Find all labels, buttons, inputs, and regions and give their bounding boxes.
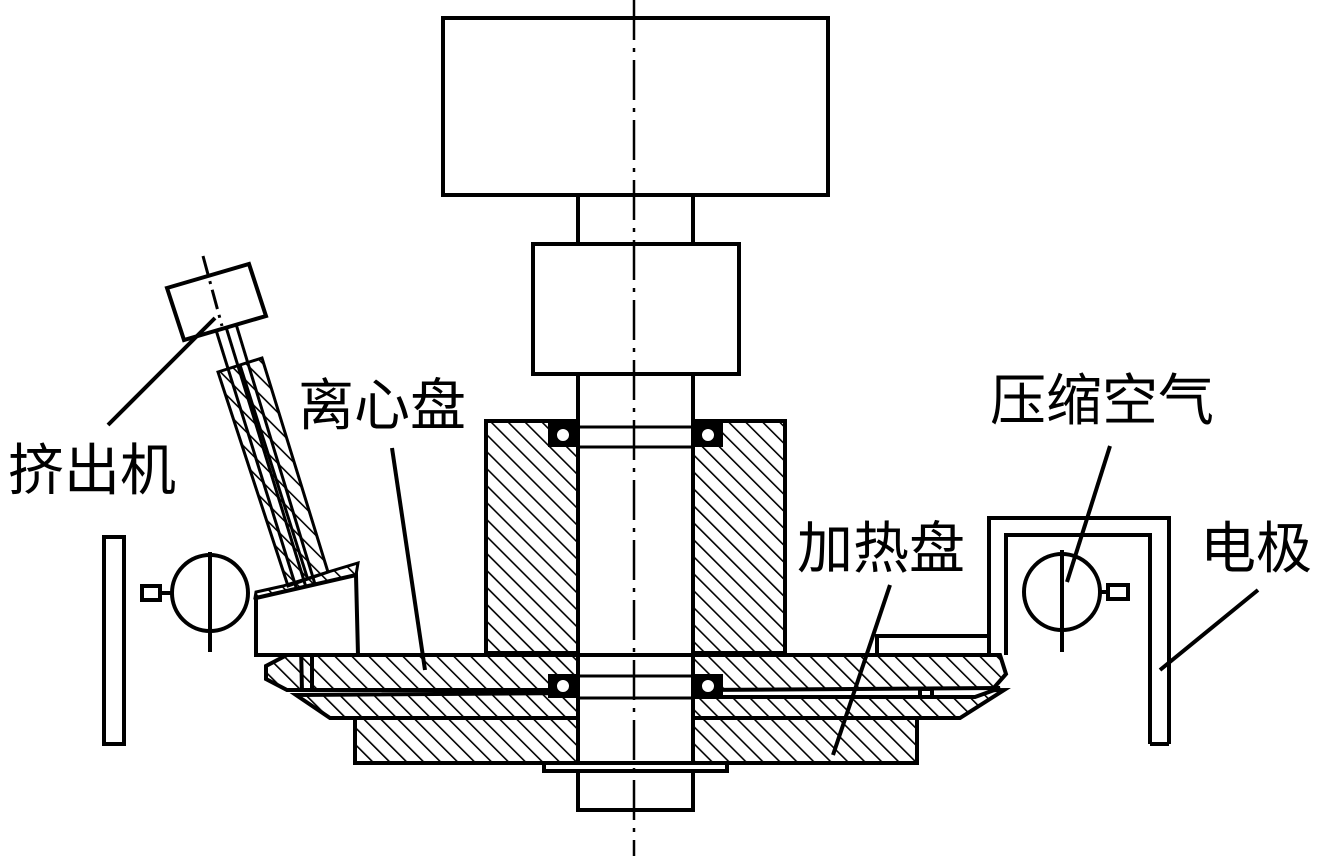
- motor-housing: [441, 16, 830, 197]
- label-centrifugal-disk: 离心盘: [298, 374, 466, 439]
- air-pipe-outer: [987, 516, 1171, 744]
- bearing-upper-left: [548, 423, 578, 447]
- shaft-coupling: [531, 242, 741, 376]
- right-motor-symbol: [1022, 550, 1130, 652]
- bottom-nut: [542, 761, 729, 773]
- bearing-housing-left: [484, 419, 580, 655]
- bearing-housing-right: [691, 419, 787, 655]
- leader-compressed-air: [1065, 445, 1112, 583]
- bearing-upper-right: [693, 423, 723, 447]
- shaft-through-disks: [576, 653, 695, 812]
- air-channel-tip: [918, 687, 934, 699]
- leader-centrifugal-disk: [390, 447, 427, 671]
- extruder-axis-line: [201, 255, 224, 327]
- air-pipe-base-block: [875, 634, 991, 657]
- label-compressed-air: 压缩空气: [990, 369, 1214, 434]
- left-motor-stub: [140, 584, 162, 602]
- right-motor-stub: [1106, 583, 1130, 601]
- label-heating-disk: 加热盘: [797, 517, 965, 582]
- left-motor-symbol: [140, 552, 250, 652]
- leader-heating-disk: [831, 584, 892, 756]
- feed-hopper-block: [254, 572, 361, 657]
- air-channel: [695, 686, 1001, 699]
- bearing-lower-left: [548, 674, 578, 698]
- air-pipe-inner: [1004, 533, 1152, 744]
- extruder-barrel-core: [238, 364, 310, 581]
- bearing-lower-right: [693, 674, 723, 698]
- label-electrode: 电极: [1200, 517, 1312, 582]
- leader-electrode: [1158, 588, 1260, 672]
- leader-extruder: [106, 316, 217, 427]
- label-extruder: 挤出机: [8, 439, 176, 504]
- electrode-left: [102, 535, 126, 746]
